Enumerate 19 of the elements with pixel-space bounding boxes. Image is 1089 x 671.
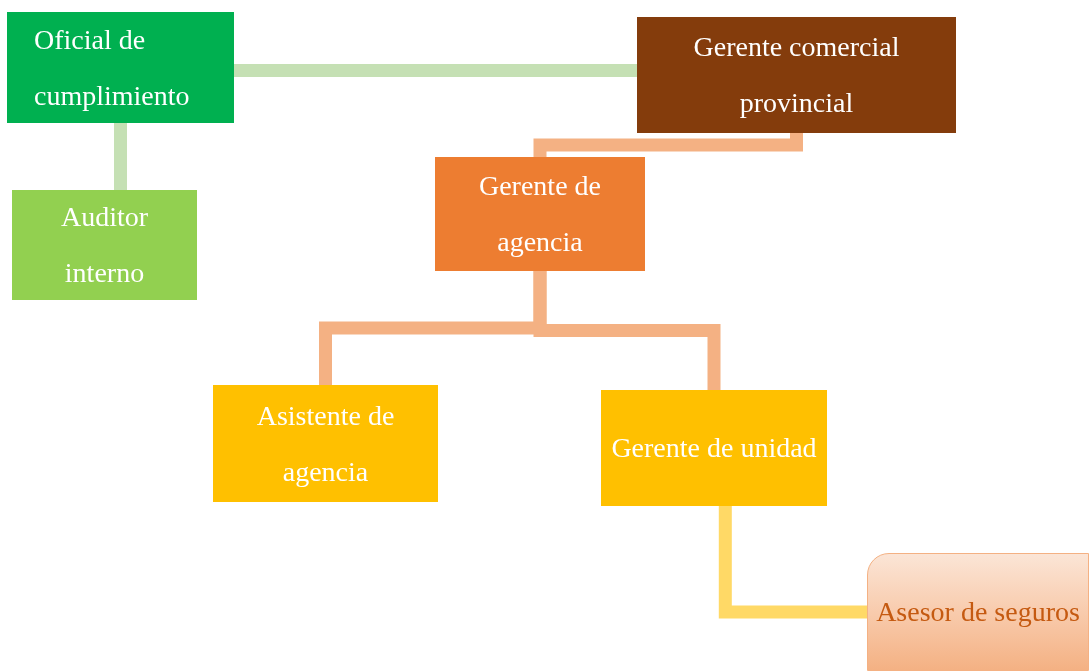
connector-line — [114, 123, 127, 190]
org-box — [637, 17, 956, 133]
org-box — [213, 385, 438, 502]
role-title: Gerente comercial provincial — [692, 30, 901, 120]
connector-line — [533, 133, 803, 157]
role-title: Oficial de cumplimiento — [33, 22, 191, 113]
org-box — [7, 12, 234, 123]
connector-line — [234, 64, 637, 77]
role-title: Asistente de agencia — [255, 398, 396, 489]
role-title: Asesor de seguros — [875, 595, 1081, 629]
org-box — [601, 390, 827, 506]
org-box — [435, 157, 645, 271]
org-box — [867, 553, 1089, 671]
role-title: Gerente de agencia — [477, 169, 602, 259]
org-box — [12, 190, 197, 300]
role-title: Gerente de unidad — [610, 431, 818, 465]
connector-line — [533, 271, 721, 390]
connector-line — [718, 506, 867, 619]
role-title: Auditor interno — [59, 200, 150, 290]
